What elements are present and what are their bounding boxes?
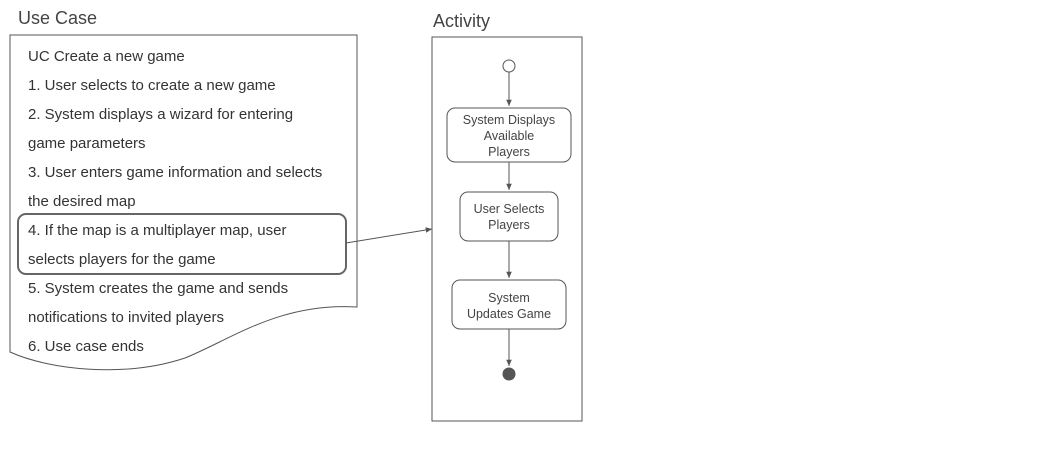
activity-node-select-players <box>459 191 559 242</box>
activity-title: Activity <box>433 11 490 31</box>
activity-node-label: Available <box>484 129 535 143</box>
use-case-document-shape <box>9 34 358 371</box>
use-case-line: 3. User enters game information and sele… <box>28 164 322 181</box>
initial-node <box>502 59 516 73</box>
step-to-activity-arrow <box>345 227 433 244</box>
use-case-line: 1. User selects to create a new game <box>28 77 276 94</box>
activity-node-label: System Displays <box>463 113 555 127</box>
use-case-title: Use Case <box>18 8 97 28</box>
use-case-lines: UC Create a new game 1. User selects to … <box>28 48 322 355</box>
use-case-line: 5. System creates the game and sends <box>28 280 288 297</box>
activity-node-label: Updates Game <box>467 307 551 321</box>
final-node <box>502 367 516 381</box>
use-case-line: notifications to invited players <box>28 309 224 326</box>
activity-node-label: User Selects <box>474 202 545 216</box>
activity-node-label: Players <box>488 145 530 159</box>
use-case-line: 6. Use case ends <box>28 338 144 355</box>
use-case-line: selects players for the game <box>28 251 216 268</box>
use-case-line: 4. If the map is a multiplayer map, user <box>28 222 286 239</box>
use-case-line: 2. System displays a wizard for entering <box>28 106 293 123</box>
step-4-highlight <box>17 213 347 275</box>
use-case-line: UC Create a new game <box>28 48 185 65</box>
use-case-line: game parameters <box>28 135 146 152</box>
use-case-line: the desired map <box>28 193 136 210</box>
activity-node-label: System <box>488 291 530 305</box>
activity-node-label: Players <box>488 218 530 232</box>
